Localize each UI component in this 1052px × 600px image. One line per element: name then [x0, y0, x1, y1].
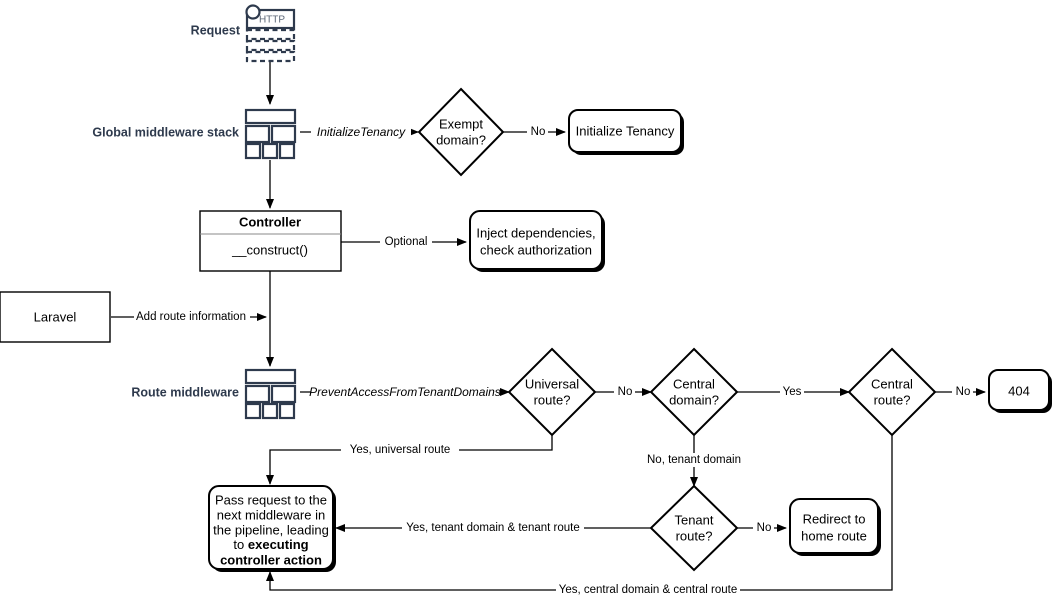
- svg-text:Yes, tenant domain & tenant ro: Yes, tenant domain & tenant route: [406, 522, 579, 534]
- decision-tenant-route[interactable]: Tenant route?: [649, 484, 739, 572]
- node-404[interactable]: 404: [988, 369, 1052, 413]
- edge-label-tenant-route-no: No: [753, 521, 774, 535]
- node-inject-dependencies-line1: Inject dependencies,: [476, 225, 595, 240]
- node-pass-request-line2: next middleware in: [217, 507, 325, 522]
- edge-label-exempt-no: No: [527, 125, 548, 139]
- route-middleware-stack-icon: [244, 368, 297, 420]
- edge-label-add-route-information: Add route information: [134, 310, 250, 324]
- svg-text:InitializeTenancy: InitializeTenancy: [317, 125, 406, 139]
- svg-text:Yes, universal route: Yes, universal route: [350, 444, 451, 456]
- node-404-label: 404: [1008, 383, 1030, 398]
- decision-central-route[interactable]: Central route?: [847, 347, 937, 437]
- node-inject-dependencies-line2: check authorization: [480, 242, 592, 257]
- edge-label-yes-central-domain-central-route: Yes, central domain & central route: [556, 583, 740, 597]
- label-global-middleware-stack: Global middleware stack: [92, 125, 239, 139]
- edge-label-central-route-no: No: [952, 385, 973, 399]
- node-pass-request-bold2: controller action: [220, 552, 322, 567]
- node-redirect-line1: Redirect to: [803, 511, 866, 526]
- node-pass-request-bold1: executing: [248, 537, 309, 552]
- decision-universal-route[interactable]: Universal route?: [507, 347, 597, 437]
- node-redirect-home-route[interactable]: Redirect to home route: [789, 498, 881, 556]
- svg-text:No: No: [757, 522, 772, 534]
- decision-central-domain[interactable]: Central domain?: [649, 347, 739, 437]
- edge-label-yes-universal-route: Yes, universal route: [341, 443, 459, 457]
- edge-label-yes-tenant-domain-tenant-route: Yes, tenant domain & tenant route: [402, 521, 584, 535]
- svg-text:PreventAccessFromTenantDomains: PreventAccessFromTenantDomains: [309, 385, 501, 399]
- svg-text:Yes: Yes: [783, 386, 802, 398]
- svg-text:Add route information: Add route information: [136, 311, 246, 323]
- edge-label-universal-no: No: [614, 385, 635, 399]
- decision-universal-route-line1: Universal: [525, 376, 579, 391]
- node-inject-dependencies[interactable]: Inject dependencies, check authorization: [469, 210, 605, 272]
- edge-label-controller-optional: Optional: [380, 235, 432, 249]
- label-route-middleware: Route middleware: [131, 385, 239, 399]
- decision-tenant-route-line2: route?: [676, 528, 713, 543]
- decision-exempt-domain-line1: Exempt: [439, 116, 483, 131]
- decision-central-domain-line2: domain?: [669, 392, 719, 407]
- node-pass-request-line1: Pass request to the: [215, 492, 327, 507]
- svg-text:No: No: [618, 386, 633, 398]
- node-pass-request-line3: the pipeline, leading: [213, 522, 329, 537]
- svg-text:No, tenant domain: No, tenant domain: [647, 454, 741, 466]
- decision-exempt-domain[interactable]: Exempt domain?: [417, 87, 505, 177]
- decision-central-domain-line1: Central: [673, 376, 715, 391]
- edge-universal-route-yes-to-pass-request: [266, 435, 553, 485]
- node-controller-method: __construct(): [231, 242, 308, 257]
- node-pass-request[interactable]: Pass request to the next middleware in t…: [208, 485, 336, 572]
- svg-text:Optional: Optional: [385, 236, 428, 248]
- decision-exempt-domain-line2: domain?: [436, 132, 486, 147]
- http-badge-label: HTTP: [259, 15, 285, 26]
- decision-central-route-line1: Central: [871, 376, 913, 391]
- node-pass-request-line4: to executing: [233, 537, 308, 552]
- decision-tenant-route-line1: Tenant: [674, 512, 713, 527]
- edge-label-initialize-tenancy: InitializeTenancy: [311, 125, 411, 140]
- edge-label-no-tenant-domain: No, tenant domain: [645, 453, 744, 467]
- http-request-icon: HTTP: [245, 4, 296, 63]
- node-controller[interactable]: Controller __construct(): [199, 210, 342, 272]
- label-request: Request: [191, 23, 241, 37]
- node-redirect-line2: home route: [801, 528, 867, 543]
- node-laravel-label: Laravel: [34, 309, 77, 324]
- svg-text:No: No: [531, 126, 546, 138]
- decision-universal-route-line2: route?: [534, 392, 571, 407]
- middleware-stack-icon: [244, 108, 297, 160]
- node-initialize-tenancy-label: Initialize Tenancy: [576, 123, 675, 138]
- node-laravel[interactable]: Laravel: [0, 291, 111, 343]
- node-controller-title: Controller: [239, 214, 301, 229]
- decision-central-route-line2: route?: [874, 392, 911, 407]
- edge-label-central-domain-yes: Yes: [780, 385, 804, 399]
- node-initialize-tenancy[interactable]: Initialize Tenancy: [568, 109, 684, 155]
- edge-label-prevent-access: PreventAccessFromTenantDomains: [309, 385, 501, 400]
- svg-text:Yes, central domain & central: Yes, central domain & central route: [559, 584, 738, 596]
- svg-text:No: No: [956, 386, 971, 398]
